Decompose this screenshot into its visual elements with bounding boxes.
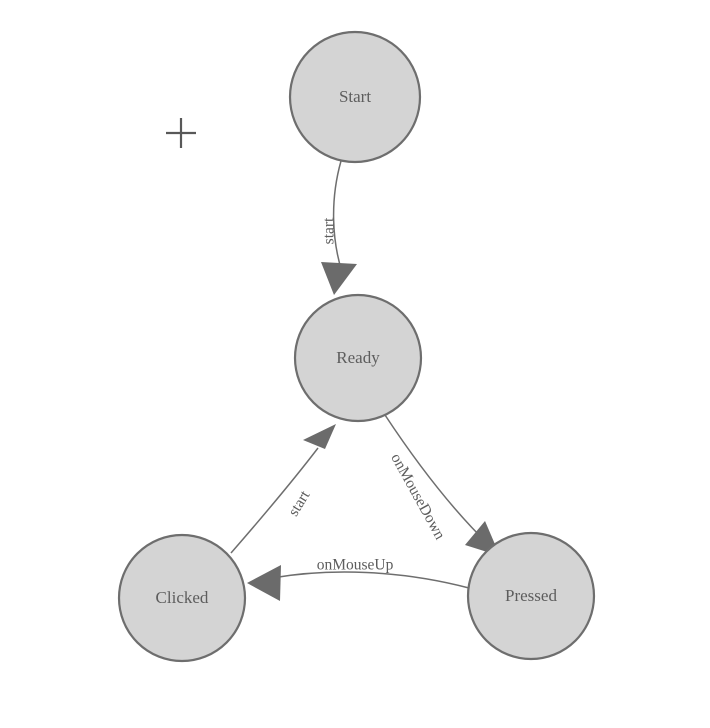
edge-start-to-ready[interactable]: start xyxy=(321,160,357,295)
arrowhead-pressed-to-clicked xyxy=(247,565,281,601)
node-circle-clicked[interactable] xyxy=(117,533,247,663)
node-ready[interactable]: Ready xyxy=(293,293,423,423)
edge-label-clicked-to-ready: start xyxy=(285,487,314,519)
crosshair-icon[interactable] xyxy=(166,118,196,148)
edge-line-pressed-to-clicked xyxy=(271,571,470,589)
node-label-clicked: Clicked xyxy=(156,588,209,607)
edge-pressed-to-clicked[interactable]: onMouseUp xyxy=(247,557,470,601)
node-label-start: Start xyxy=(339,87,371,106)
arrowhead-start-to-ready xyxy=(321,262,357,295)
node-circle-ready[interactable] xyxy=(293,293,423,423)
node-pressed[interactable]: Pressed xyxy=(466,531,596,661)
node-circle-pressed[interactable] xyxy=(466,531,596,661)
edge-label-start-to-ready: start xyxy=(321,217,338,244)
edge-line-clicked-to-ready xyxy=(230,447,319,554)
edge-ready-to-pressed[interactable]: onMouseDown xyxy=(384,414,500,556)
edge-clicked-to-ready[interactable]: start xyxy=(230,424,336,554)
node-label-ready: Ready xyxy=(336,348,380,367)
edge-label-ready-to-pressed: onMouseDown xyxy=(387,451,448,543)
arrowhead-clicked-to-ready xyxy=(303,424,336,449)
node-circle-start[interactable] xyxy=(288,30,422,164)
edge-label-pressed-to-clicked: onMouseUp xyxy=(317,557,394,574)
node-start[interactable]: Start xyxy=(288,30,422,164)
node-label-pressed: Pressed xyxy=(505,586,557,605)
edge-line-start-to-ready xyxy=(332,160,343,273)
node-clicked[interactable]: Clicked xyxy=(117,533,247,663)
